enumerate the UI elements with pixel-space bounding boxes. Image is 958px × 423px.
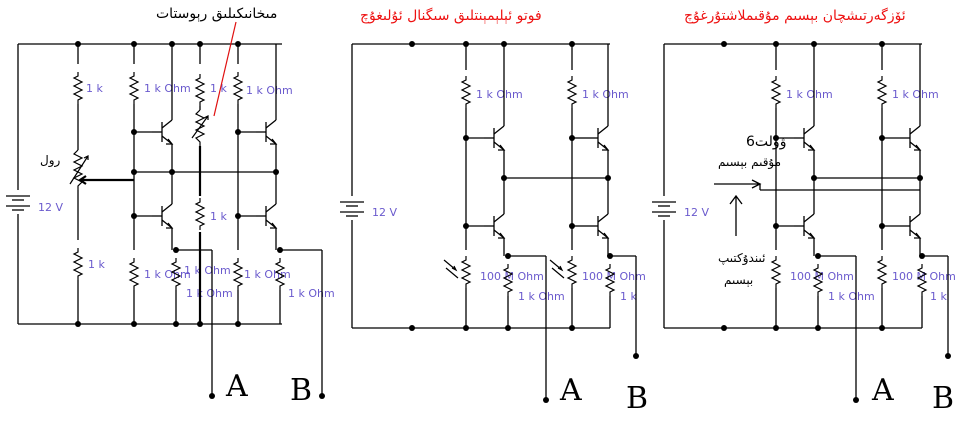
panel1-knob-label: رول: [40, 153, 61, 168]
panel1-res-1kohm-c: 1 k Ohm: [184, 264, 231, 277]
panel3-output-label-2: بېسىم: [724, 273, 753, 287]
panel1-battery-label: 12 V: [38, 201, 63, 214]
panel1-transistor-q4: [255, 203, 277, 229]
panel1-res-1kohm-b: 1 k Ohm: [144, 268, 191, 281]
panel2-res-1kohm-bl: 1 k Ohm: [518, 290, 565, 303]
panel2-res-1kohm-l: 1 k Ohm: [476, 88, 523, 101]
panel2-res-1k-br: 1 k: [620, 290, 637, 303]
panel2-battery-label: 12 V: [372, 206, 397, 219]
panel1-res-1k-short: 1 k: [210, 82, 227, 95]
panel1-rheostat-symbol: [69, 149, 89, 190]
panel2-terminal-b: B: [626, 381, 648, 416]
panel3-input-arrow: [714, 179, 762, 190]
panel1-res-1kohm-d: 1 k Ohm: [186, 287, 233, 300]
panel3-terminal-a: A: [871, 373, 894, 408]
panel3-input-label-1: 6ۋولت: [746, 134, 786, 150]
panel2-ldr-l: 100 M Ohm: [480, 270, 544, 283]
panel3-battery-symbol: [651, 201, 677, 217]
panel2-ldr-left: [443, 255, 471, 289]
panel2-battery-symbol: [339, 201, 365, 217]
panel1-terminal-b-dot: [319, 393, 325, 399]
panel3-battery-label: 12 V: [684, 206, 709, 219]
panel1-res-1k: 1 k: [86, 82, 103, 95]
panel1-res-1kohm-e: 1 k Ohm: [246, 84, 293, 97]
panel2-ldr-right: [549, 255, 577, 289]
panel3-input-label-2: مۇقىم بېسىم: [718, 155, 781, 170]
panel1-terminal-b: B: [290, 373, 312, 408]
panel2-ldr-r: 100 M Ohm: [582, 270, 646, 283]
panel-1-rheostat-circuit: 12 V 1 k رول 1 k 1 k Ohm 1 k Ohm 1: [5, 6, 335, 408]
panel1-res-1kohm: 1 k Ohm: [144, 82, 191, 95]
panel1-terminal-a-dot: [209, 393, 215, 399]
panel1-rheostat-arrow: [78, 175, 134, 185]
panel3-output-arrow: [729, 194, 743, 236]
panel1-resistor-bottom: [73, 247, 83, 281]
panel1-battery-symbol: [5, 195, 31, 211]
panel3-title: ئۆزگەرتىشچان بېسىم مۇقىملاشتۇرغۇچ: [684, 7, 906, 24]
panel1-terminal-a: A: [225, 369, 248, 404]
panel-3-regulator-circuit: 12 V 1 k Ohm 100 M Ohm 1 k Ohm 1 k Ohm 1…: [651, 7, 956, 416]
panel3-res-1kohm-bl: 1 k Ohm: [828, 290, 875, 303]
panel1-res-1k-mid: 1 k: [210, 210, 227, 223]
panel-2-photo-circuit: 12 V 1 k Ohm 100 M Ohm 1 k Ohm 1 k Ohm 1…: [339, 7, 648, 416]
panel2-terminal-a: A: [559, 373, 582, 408]
panel1-res-1kohm-g: 1 k Ohm: [288, 287, 335, 300]
panel1-transistor-q2: [151, 203, 173, 229]
panel2-title: فوتو ئېلېمېنتلىق سىگنال ئۇلىغۇچ: [360, 7, 542, 24]
panel1-transistor-q1: [151, 119, 173, 145]
panel3-output-label-1: ئىندۇكتىپ: [718, 251, 765, 266]
panel1-res-1k-bot: 1 k: [88, 258, 105, 271]
panel2-res-1kohm-r: 1 k Ohm: [582, 88, 629, 101]
panel1-title: مىخانىكىلىق رېوستات: [156, 6, 277, 22]
panel3-res-1kohm-l: 1 k Ohm: [786, 88, 833, 101]
panel1-frame-wire: [17, 43, 282, 325]
panel1-junctions: [75, 41, 283, 327]
panel3-res-1kohm-r: 1 k Ohm: [892, 88, 939, 101]
panel1-resistor-top: [73, 71, 83, 105]
panel1-transistor-q3: [255, 119, 277, 145]
panel3-res-100m-l: 100 M Ohm: [790, 270, 854, 283]
panel3-res-1k-br: 1 k: [930, 290, 947, 303]
panel1-title-pointer: [213, 21, 237, 117]
panel3-terminal-b: B: [932, 381, 954, 416]
panel1-res-1kohm-f: 1 k Ohm: [244, 268, 291, 281]
panel3-res-100m-r: 100 M Ohm: [892, 270, 956, 283]
